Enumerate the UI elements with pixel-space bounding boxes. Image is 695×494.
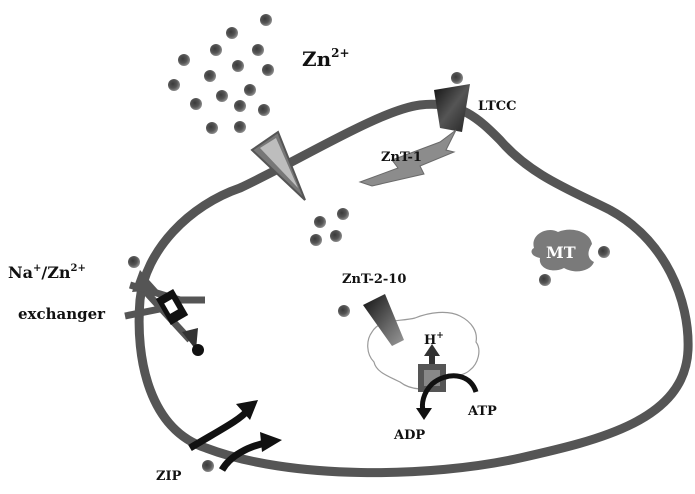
zinc-ion — [244, 84, 256, 96]
zinc-ion — [128, 256, 140, 268]
mt-label: MT — [546, 243, 576, 262]
zip-transporter-icon — [188, 400, 282, 472]
zinc-ion — [598, 246, 610, 258]
zinc-ion — [539, 274, 551, 286]
exchanger-na-charge: + — [33, 263, 41, 274]
zinc-ion — [337, 208, 349, 220]
zinc-ion — [204, 70, 216, 82]
zinc-channel-icon — [250, 130, 306, 201]
ltcc-label: LTCC — [478, 99, 516, 114]
proton-pump-icon — [416, 344, 479, 420]
exchanger-zn-charge: 2+ — [71, 263, 86, 274]
exchanger-zn: /Zn — [41, 263, 71, 282]
zinc-ion — [451, 72, 463, 84]
znt-2-10-label: ZnT-2-10 — [342, 272, 406, 287]
exchanger-label-bottom: exchanger — [18, 305, 106, 323]
zinc-ion — [178, 54, 190, 66]
zinc-ion — [216, 90, 228, 102]
intracellular-zinc-ions — [128, 208, 610, 472]
atp-label: ATP — [467, 404, 497, 419]
znt1-label: ZnT-1 — [381, 150, 422, 165]
zinc-ion — [210, 44, 222, 56]
zinc-ion — [262, 64, 274, 76]
zinc-ion — [234, 121, 246, 133]
zinc-ion — [260, 14, 272, 26]
zinc-ion — [232, 60, 244, 72]
proton-charge: + — [436, 331, 444, 341]
zinc-ion — [234, 100, 246, 112]
znt1-arrow-icon — [358, 129, 457, 187]
metallothionein-icon — [531, 229, 594, 272]
zinc-ion — [168, 79, 180, 91]
extracellular-zinc-ions — [168, 14, 463, 134]
proton-symbol: H — [424, 333, 436, 348]
zinc-ion — [202, 460, 214, 472]
adp-label: ADP — [393, 428, 425, 443]
zinc-ion — [190, 98, 202, 110]
exchanger-arrows-icon — [124, 270, 205, 356]
proton-label: H+ — [424, 331, 444, 348]
zinc-ion-charge: 2+ — [331, 46, 349, 60]
zip-label: ZIP — [156, 469, 182, 484]
zinc-ion — [310, 234, 322, 246]
zinc-ion — [226, 27, 238, 39]
cell-membrane — [134, 99, 693, 478]
zinc-ion — [338, 305, 350, 317]
zinc-ion-symbol: Zn — [302, 47, 332, 71]
zinc-ion — [314, 216, 326, 228]
zinc-ion — [206, 122, 218, 134]
zinc-ion-label: Zn2+ — [302, 46, 350, 71]
znt-2-10-transporter-icon — [363, 294, 404, 346]
exchanger-na: Na — [8, 263, 33, 282]
ltcc-channel-icon — [434, 84, 470, 132]
zinc-ion — [258, 104, 270, 116]
zinc-ion — [252, 44, 264, 56]
zinc-ion — [330, 230, 342, 242]
exchanger-label-top: Na+/Zn2+ — [8, 263, 86, 282]
